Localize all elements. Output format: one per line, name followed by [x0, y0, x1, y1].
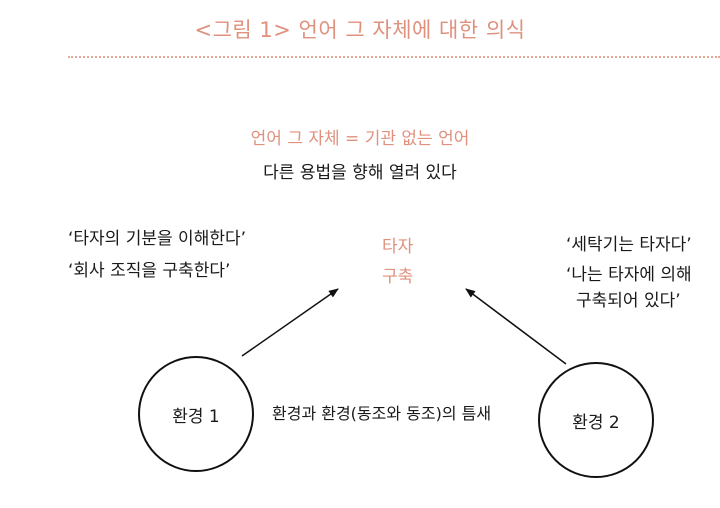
arrow-right-up: [465, 288, 567, 365]
center-subheading: 다른 용법을 향해 열려 있다: [263, 163, 457, 183]
gap-label: 환경과 환경(동조와 동조)의 틈새: [272, 404, 492, 423]
environment-1-label: 환경 1: [172, 406, 220, 427]
figure-title: <그림 1> 언어 그 자체에 대한 의식: [194, 18, 526, 42]
arrow-left-up: [241, 288, 339, 357]
middle-word-other: 타자: [382, 237, 414, 257]
right-quote-2: ‘나는 타자에 의해: [566, 265, 692, 285]
left-quote-2: ‘회사 조직을 구축한다’: [68, 261, 231, 281]
center-heading: 언어 그 자체 = 기관 없는 언어: [250, 129, 470, 149]
right-quote-1: ‘세탁기는 타자다’: [566, 235, 692, 255]
middle-word-construct: 구축: [382, 267, 414, 287]
dotted-divider: [68, 56, 720, 58]
environment-1-circle: 환경 1: [138, 356, 254, 472]
right-quote-3: 구축되어 있다’: [576, 291, 681, 311]
environment-2-circle: 환경 2: [538, 362, 654, 478]
environment-2-label: 환경 2: [572, 412, 620, 433]
left-quote-1: ‘타자의 기분을 이해한다’: [68, 229, 247, 249]
